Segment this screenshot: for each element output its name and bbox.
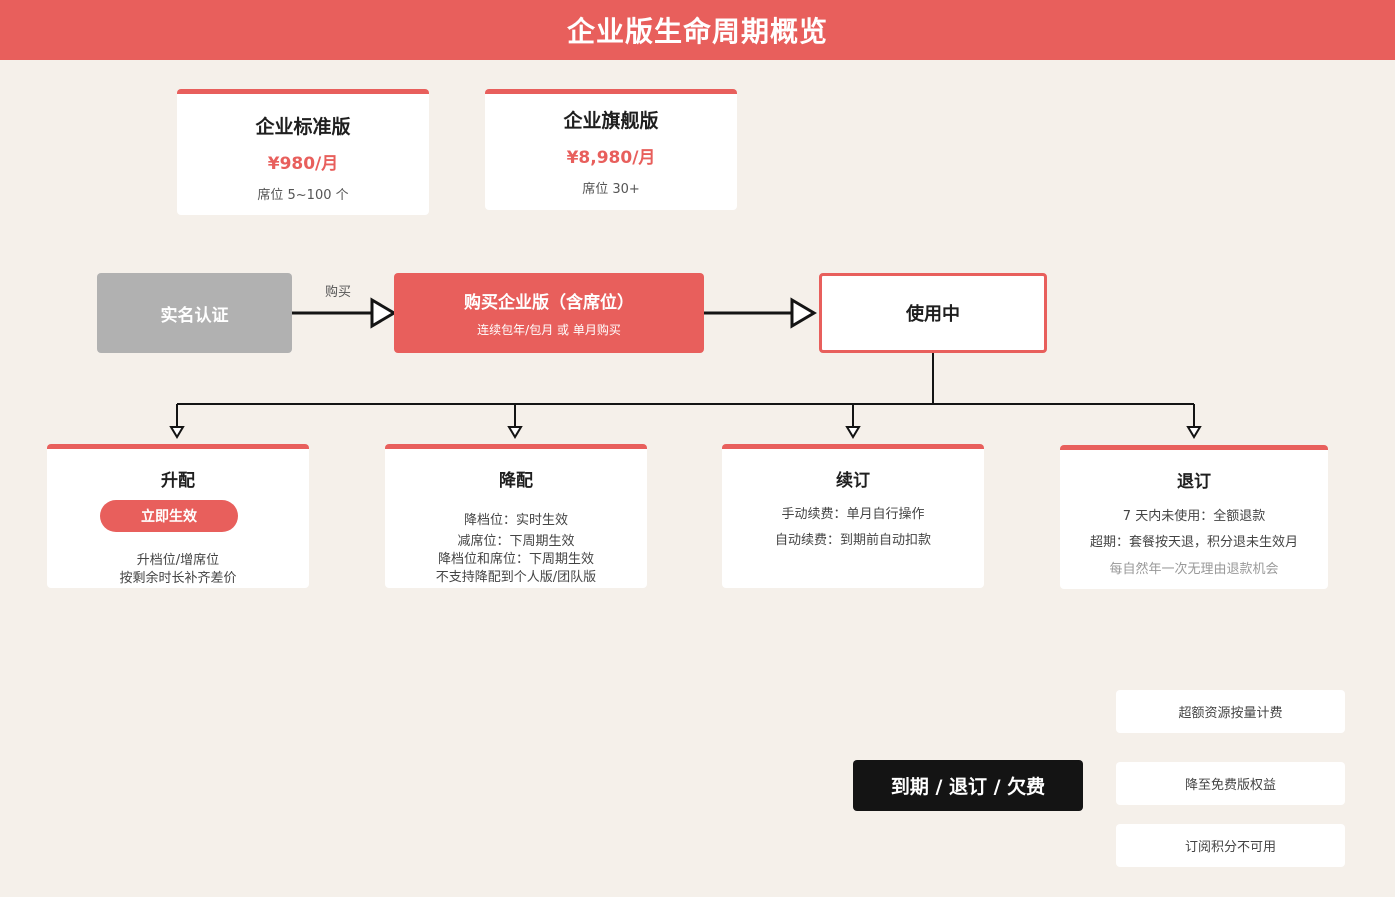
downgrade-card: 降配 降档位：实时生效 减席位：下周期生效 降档位和席位：下周期生效 不支持降配… bbox=[385, 444, 647, 588]
unsubscribe-note: 每自然年一次无理由退款机会 bbox=[1109, 562, 1279, 577]
verify-step: 实名认证 bbox=[97, 273, 292, 353]
expiry-outcome: 订阅积分不可用 bbox=[1116, 824, 1345, 867]
renew-card: 续订 手动续费：单月自行操作 自动续费：到期前自动扣款 bbox=[722, 444, 984, 588]
expiry-state: 到期 / 退订 / 欠费 bbox=[853, 760, 1083, 811]
expiry-outcome: 超额资源按量计费 bbox=[1116, 690, 1345, 733]
verify-label: 实名认证 bbox=[160, 305, 229, 326]
page-title: 企业版生命周期概览 bbox=[0, 0, 1395, 60]
unsubscribe-line: 7 天内未使用：全额退款 bbox=[1122, 509, 1266, 524]
upgrade-line: 升档位/增席位 bbox=[136, 553, 220, 568]
in-use-state: 使用中 bbox=[819, 273, 1047, 353]
arrow-down-icon bbox=[169, 426, 185, 439]
downgrade-line: 不支持降配到个人版/团队版 bbox=[435, 570, 597, 585]
buy-edge-label: 购买 bbox=[325, 285, 352, 300]
purchase-title: 购买企业版（含席位） bbox=[464, 293, 634, 313]
renew-line: 自动续费：到期前自动扣款 bbox=[774, 533, 931, 548]
downgrade-line: 降档位和席位：下周期生效 bbox=[437, 552, 594, 567]
immediate-effect-badge: 立即生效 bbox=[100, 500, 238, 532]
arrow-down-icon bbox=[507, 426, 523, 439]
purchase-step: 购买企业版（含席位） 连续包年/包月 或 单月购买 bbox=[394, 273, 704, 353]
upgrade-card: 升配 立即生效 升档位/增席位 按剩余时长补齐差价 bbox=[47, 444, 309, 588]
plan-seats: 席位 5~100 个 bbox=[257, 188, 349, 203]
plan-price: ¥980/月 bbox=[267, 154, 339, 174]
plan-name: 企业旗舰版 bbox=[563, 110, 659, 132]
arrow-head-icon bbox=[790, 297, 817, 329]
downgrade-line: 降档位：实时生效 bbox=[463, 513, 568, 528]
upgrade-line: 按剩余时长补齐差价 bbox=[119, 571, 237, 586]
unsubscribe-card: 退订 7 天内未使用：全额退款 超期：套餐按天退，积分退未生效月 每自然年一次无… bbox=[1060, 445, 1328, 589]
unsubscribe-line: 超期：套餐按天退，积分退未生效月 bbox=[1089, 535, 1298, 550]
renew-line: 手动续费：单月自行操作 bbox=[781, 507, 925, 522]
plan-card-standard: 企业标准版 ¥980/月 席位 5~100 个 bbox=[177, 89, 429, 215]
arrow-down-icon bbox=[1186, 426, 1202, 439]
plan-card-flagship: 企业旗舰版 ¥8,980/月 席位 30+ bbox=[485, 89, 737, 210]
unsubscribe-title: 退订 bbox=[1177, 472, 1211, 492]
downgrade-title: 降配 bbox=[499, 471, 533, 491]
in-use-label: 使用中 bbox=[906, 304, 960, 325]
purchase-subtitle: 连续包年/包月 或 单月购买 bbox=[477, 323, 621, 337]
arrow-head-icon bbox=[370, 297, 397, 329]
expiry-outcome: 降至免费版权益 bbox=[1116, 762, 1345, 805]
renew-title: 续订 bbox=[836, 471, 870, 491]
downgrade-line: 减席位：下周期生效 bbox=[457, 534, 575, 549]
plan-price: ¥8,980/月 bbox=[566, 148, 656, 168]
upgrade-title: 升配 bbox=[161, 471, 195, 491]
arrow-down-icon bbox=[845, 426, 861, 439]
plan-name: 企业标准版 bbox=[255, 116, 351, 138]
plan-seats: 席位 30+ bbox=[582, 182, 640, 197]
